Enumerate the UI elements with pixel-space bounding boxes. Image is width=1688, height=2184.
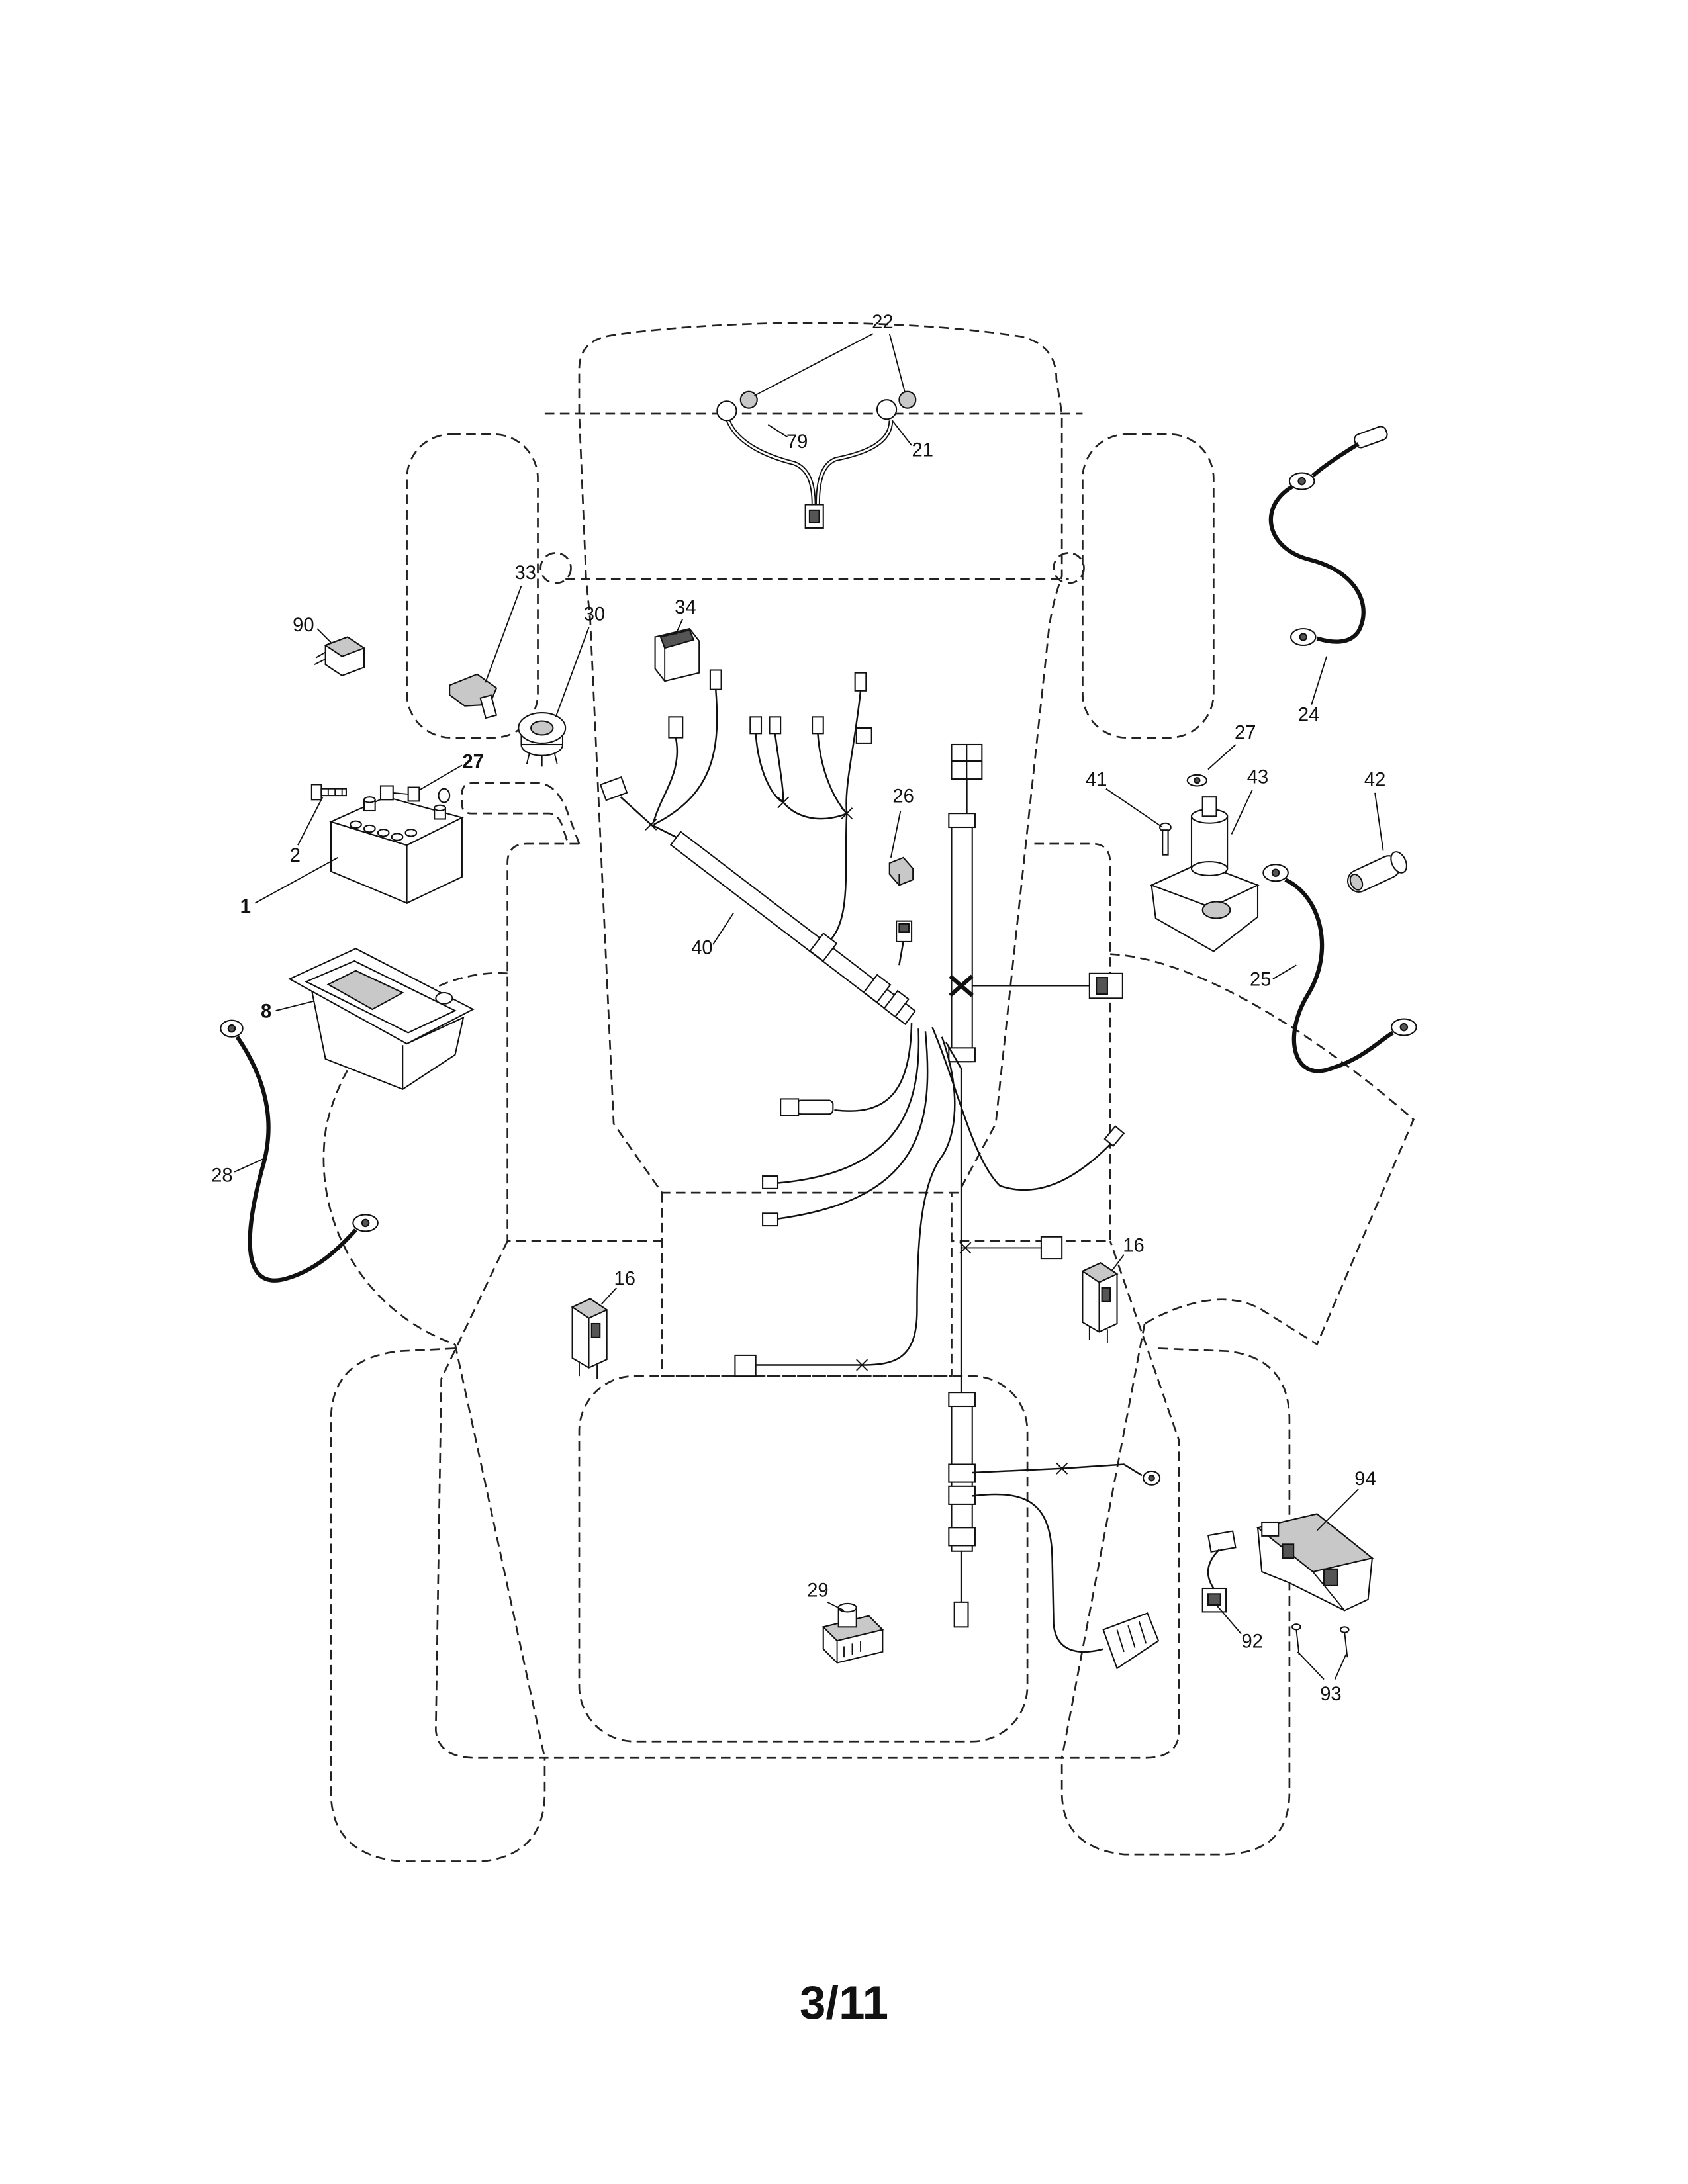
callout-33: 33: [515, 563, 536, 584]
part-34-switch: [654, 627, 700, 682]
part-27-nut: [1186, 774, 1207, 787]
callout-27-nut: 27: [1235, 723, 1256, 744]
callout-2: 2: [290, 845, 301, 866]
callout-29: 29: [807, 1580, 828, 1602]
part-94-module: [1256, 1513, 1374, 1612]
callout-30: 30: [584, 604, 605, 625]
page-number: 3/11: [800, 1977, 888, 2029]
callout-34: 34: [675, 597, 696, 618]
callout-27-clamp: 27: [462, 751, 483, 772]
callout-25: 25: [1250, 970, 1271, 991]
headlight-assembly: [716, 390, 917, 529]
part-42-boot: [1347, 851, 1407, 893]
battery-cable-25: [1262, 864, 1417, 1073]
callout-8: 8: [261, 1001, 271, 1023]
part-26-fuse: [888, 856, 914, 886]
part-1-battery: [329, 796, 464, 905]
leader-lines: [234, 333, 1384, 1680]
part-40-wiring-harness: [599, 669, 1161, 1670]
callout-28: 28: [211, 1165, 232, 1186]
callout-42: 42: [1364, 770, 1385, 791]
part-30-ignition-switch: [518, 712, 567, 767]
callout-16-left: 16: [614, 1269, 635, 1290]
callout-94: 94: [1354, 1469, 1376, 1490]
callout-22: 22: [872, 312, 893, 333]
callout-43: 43: [1247, 766, 1268, 788]
callout-90: 90: [293, 615, 314, 636]
part-90-plug: [314, 636, 366, 676]
part-27-clamp: [379, 785, 451, 803]
part-92-harness: [1201, 1530, 1237, 1613]
part-16-switch-left: [571, 1298, 608, 1379]
part-93-screws: [1291, 1623, 1350, 1658]
tractor-outline: [322, 322, 1415, 1862]
callout-labels: 22 79 21 33 30 34 90 27 2 1 26 40 27 41 …: [211, 312, 1385, 1705]
part-33-key: [449, 673, 498, 719]
part-8-battery-tray: [288, 948, 475, 1091]
callout-1: 1: [240, 896, 251, 917]
callout-16-right: 16: [1123, 1236, 1144, 1257]
callout-92: 92: [1241, 1631, 1262, 1653]
part-29-switch: [821, 1602, 884, 1664]
callout-40: 40: [691, 938, 712, 959]
callout-26: 26: [892, 786, 914, 807]
battery-cable-24: [1268, 426, 1388, 647]
part-2-bolt: [310, 784, 347, 801]
part-16-switch-right: [1081, 1262, 1119, 1343]
callout-24: 24: [1298, 705, 1319, 726]
callout-41: 41: [1086, 770, 1107, 791]
callout-79: 79: [786, 432, 808, 453]
part-43-solenoid-bracket: [1149, 796, 1260, 952]
battery-cable-28: [220, 1019, 379, 1283]
callout-93: 93: [1320, 1684, 1341, 1705]
callout-21: 21: [912, 440, 933, 461]
part-41-bolt: [1159, 822, 1172, 856]
